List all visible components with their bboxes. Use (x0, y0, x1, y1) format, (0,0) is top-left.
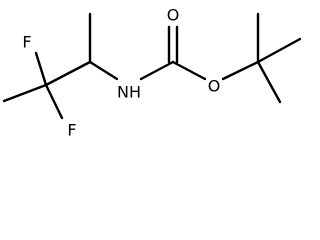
bond-cf2-to-f-top (34, 51, 48, 87)
chemical-structure-canvas: F F NH O O (2, 5, 302, 140)
bond-ch-to-nh (88, 60, 119, 81)
fluorine-top-label: F (22, 33, 31, 52)
bond-ester-o-to-quaternary-c (221, 60, 260, 81)
carbonyl-oxygen-label: O (167, 6, 180, 25)
bond-lines (2, 12, 302, 120)
bond-cf2-to-f-bottom (44, 83, 64, 120)
bond-tbu-methyl-down (256, 60, 282, 104)
tert-butyl-carbamate-structure: F F NH O O (2, 6, 302, 140)
fluorine-bottom-label: F (67, 121, 76, 140)
bond-nh-to-carbonyl (139, 60, 175, 81)
bond-carbonyl-to-ester-o (171, 60, 207, 81)
bond-cf2-to-methyl (2, 83, 48, 103)
bond-cf2-to-ch (44, 60, 92, 87)
ester-oxygen-label: O (208, 77, 221, 96)
nitrogen-label: NH (117, 83, 141, 102)
bond-tbu-methyl-right (256, 37, 302, 64)
